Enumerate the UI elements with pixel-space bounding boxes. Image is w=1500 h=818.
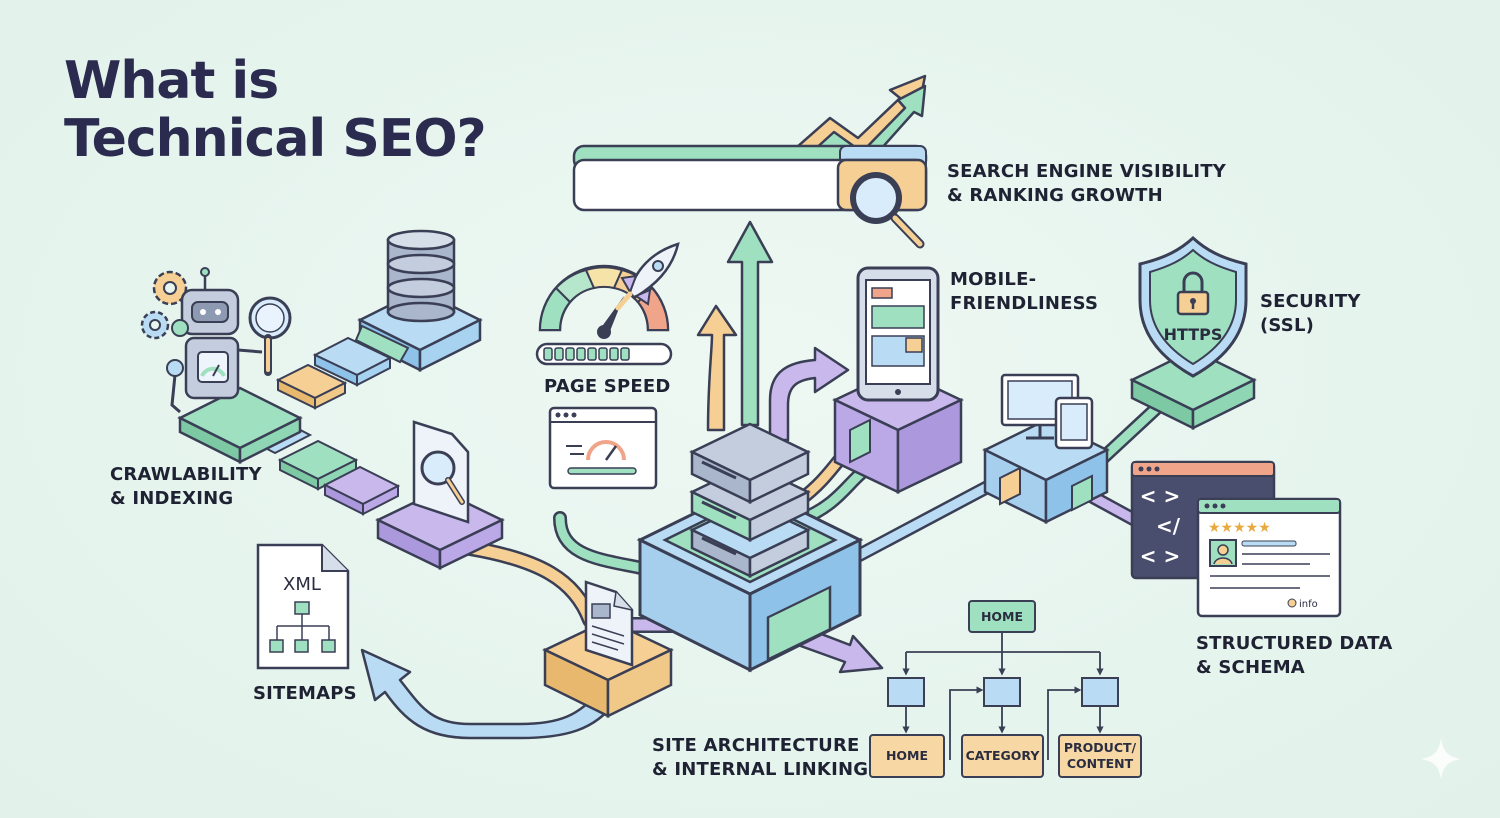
label-architecture-line-2: & INTERNAL LINKING xyxy=(652,759,869,780)
code-slash-tag: </ xyxy=(1156,514,1181,538)
speedometer-icon xyxy=(535,242,680,366)
label-security-line-2: (SSL) xyxy=(1260,315,1315,336)
document-search-icon xyxy=(375,420,505,570)
label-visibility: SEARCH ENGINE VISIBILITY & RANKING GROWT… xyxy=(947,160,1226,208)
devices-cube-icon xyxy=(982,373,1110,525)
xml-label: XML xyxy=(283,574,321,595)
label-site-architecture: SITE ARCHITECTURE & INTERNAL LINKING xyxy=(652,734,868,782)
label-mobile: MOBILE- FRIENDLINESS xyxy=(950,268,1098,316)
xml-sitemap-file-icon: XML xyxy=(256,543,350,670)
tree-node-product-content: PRODUCT/ CONTENT xyxy=(1058,734,1142,778)
tree-node-category: CATEGORY xyxy=(961,734,1044,778)
code-open-tag: < > xyxy=(1140,484,1180,508)
title-line-2: Technical SEO? xyxy=(64,109,487,169)
browser-speed-window-icon xyxy=(548,406,658,490)
label-sitemaps: SITEMAPS xyxy=(253,683,357,704)
info-label: info xyxy=(1299,599,1318,610)
site-tree-connectors xyxy=(902,633,1104,760)
document-cube-icon xyxy=(542,580,674,719)
tree-node-product-line-1: PRODUCT/ xyxy=(1063,740,1137,755)
rating-stars-icon: ★★★★★ xyxy=(1208,520,1271,536)
robot-crawler-icon xyxy=(140,267,303,465)
mobile-device-icon xyxy=(832,266,964,494)
title-line-1: What is xyxy=(64,51,279,111)
label-crawlability-line-1: CRAWLABILITY xyxy=(110,464,262,485)
label-crawlability-line-2: & INDEXING xyxy=(110,488,234,509)
site-tree-nodes xyxy=(887,677,1119,707)
label-crawlability: CRAWLABILITY & INDEXING xyxy=(110,463,262,511)
page-title: What is Technical SEO? xyxy=(64,51,487,169)
central-server-hub-icon xyxy=(636,422,864,673)
label-visibility-line-2: & RANKING GROWTH xyxy=(947,185,1163,206)
database-icon xyxy=(354,229,483,373)
schema-card-icon: ★★★★★ info xyxy=(1196,497,1342,618)
label-mobile-line-2: FRIENDLINESS xyxy=(950,293,1099,314)
label-security-line-1: SECURITY xyxy=(1260,291,1361,312)
label-page-speed: PAGE SPEED xyxy=(544,376,671,397)
tree-node-product-line-2: CONTENT xyxy=(1066,756,1134,771)
tree-node-home-root: HOME xyxy=(968,600,1036,633)
tree-node-home: HOME xyxy=(869,734,945,778)
ssl-shield-icon: HTTPS xyxy=(1129,235,1257,431)
label-structured-line-2: & SCHEMA xyxy=(1196,657,1305,678)
label-structured-line-1: STRUCTURED DATA xyxy=(1196,633,1393,654)
search-bar-icon xyxy=(572,144,928,249)
sparkle-icon xyxy=(1420,738,1462,780)
label-mobile-line-1: MOBILE- xyxy=(950,269,1037,290)
code-close-tag: < > xyxy=(1140,544,1180,568)
label-architecture-line-1: SITE ARCHITECTURE xyxy=(652,735,860,756)
label-structured-data: STRUCTURED DATA & SCHEMA xyxy=(1196,632,1392,680)
label-security: SECURITY (SSL) xyxy=(1260,290,1361,338)
label-visibility-line-1: SEARCH ENGINE VISIBILITY xyxy=(947,161,1227,182)
https-label: HTTPS xyxy=(1164,325,1223,344)
